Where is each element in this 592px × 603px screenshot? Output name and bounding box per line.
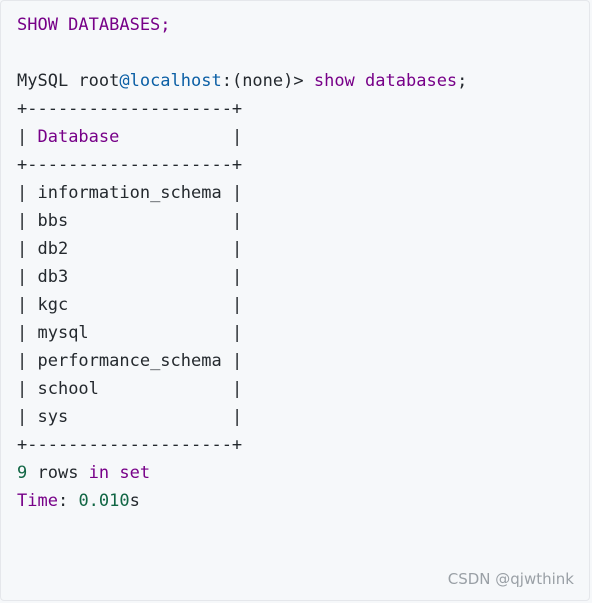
time-value: 0.010 [68,491,130,511]
database-name: information_schema [37,183,222,203]
summary-line: 9 rows in set [17,459,467,487]
sql-statement: SHOW DATABASES; [17,15,171,35]
database-name: sys [37,407,69,427]
database-name: kgc [37,295,69,315]
command-show: show [313,71,355,91]
table-border-top: +--------------------+ [17,99,243,119]
table-row: | information_schema | [17,183,243,203]
prompt-suffix: :(none)> [221,71,314,91]
table-header-database: Database [37,127,120,147]
command-databases: databases [365,71,458,91]
command-end: ; [457,71,468,91]
table-row: | kgc | [17,295,243,315]
table-row: | db3 | [17,267,243,287]
blank-line [17,39,467,67]
prompt-host: @localhost [119,71,222,91]
table-rows: | information_schema | | bbs | | db2 | | db… [17,179,467,431]
database-name: db3 [37,267,69,287]
database-name: mysql [37,323,89,343]
set-word: set [109,463,151,483]
prompt-user: MySQL root [17,71,120,91]
table-row: | bbs | [17,211,243,231]
database-name: school [37,379,99,399]
rows-word: rows [27,463,89,483]
time-line: Time: 0.010s [17,491,140,511]
table-row: | performance_schema | [17,351,243,371]
time-unit: s [129,491,140,511]
terminal-output: SHOW DATABASES; MySQL root@localhost:(non… [17,11,467,515]
prompt-line: MySQL root@localhost:(none)> show databa… [17,67,467,95]
table-row: | school | [17,379,243,399]
table-border-mid: +--------------------+ [17,155,243,175]
table-row: | mysql | [17,323,243,343]
time-label: Time [17,491,58,511]
row-count: 9 [17,463,28,483]
sql-statement-line: SHOW DATABASES; [17,11,467,39]
table-border-bottom: +--------------------+ [17,435,243,455]
table-row: | sys | [17,407,243,427]
table-row: | db2 | [17,239,243,259]
database-name: bbs [37,211,69,231]
table-header-row: | Database | [17,127,243,147]
watermark: CSDN @qjwthink [447,570,574,588]
database-name: db2 [37,239,69,259]
in-word: in [88,463,110,483]
database-name: performance_schema [37,351,222,371]
